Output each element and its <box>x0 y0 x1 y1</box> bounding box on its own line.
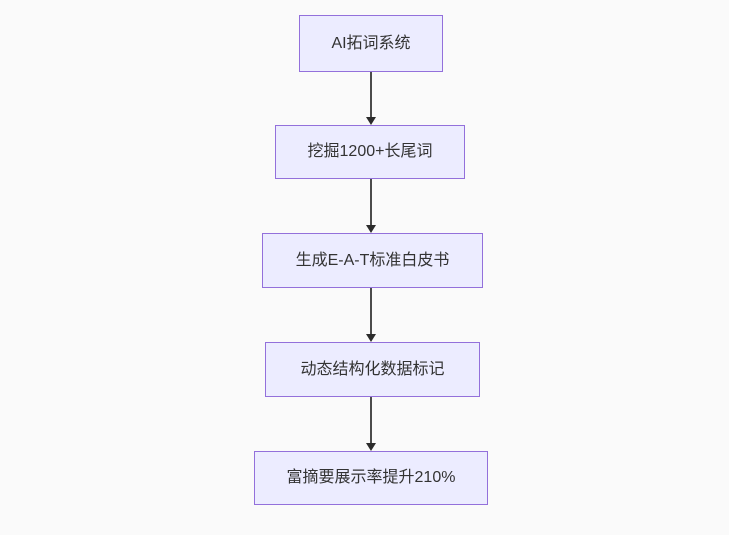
arrowhead-down-icon <box>366 334 376 342</box>
flow-node-rich-snippet-rate-increase: 富摘要展示率提升210% <box>254 451 488 505</box>
arrow-line <box>370 179 372 226</box>
flow-node-generate-eat-whitepaper: 生成E-A-T标准白皮书 <box>262 233 483 288</box>
flow-arrow-1 <box>366 72 376 125</box>
flow-node-mine-longtail-keywords: 挖掘1200+长尾词 <box>275 125 465 179</box>
flow-node-label: 富摘要展示率提升210% <box>286 469 456 487</box>
arrow-line <box>370 288 372 335</box>
flow-node-label: 挖掘1200+长尾词 <box>307 143 433 161</box>
flow-node-ai-word-expansion-system: AI拓词系统 <box>299 15 443 72</box>
arrow-line <box>370 72 372 118</box>
flow-node-label: 动态结构化数据标记 <box>300 360 445 378</box>
flow-arrow-2 <box>366 179 376 233</box>
arrow-line <box>370 397 372 444</box>
flow-node-label: AI拓词系统 <box>331 34 411 52</box>
arrowhead-down-icon <box>366 117 376 125</box>
flow-arrow-3 <box>366 288 376 342</box>
flow-node-label: 生成E-A-T标准白皮书 <box>295 251 450 269</box>
arrowhead-down-icon <box>366 225 376 233</box>
arrowhead-down-icon <box>366 443 376 451</box>
flow-arrow-4 <box>366 397 376 451</box>
flow-node-dynamic-structured-data-markup: 动态结构化数据标记 <box>265 342 480 397</box>
